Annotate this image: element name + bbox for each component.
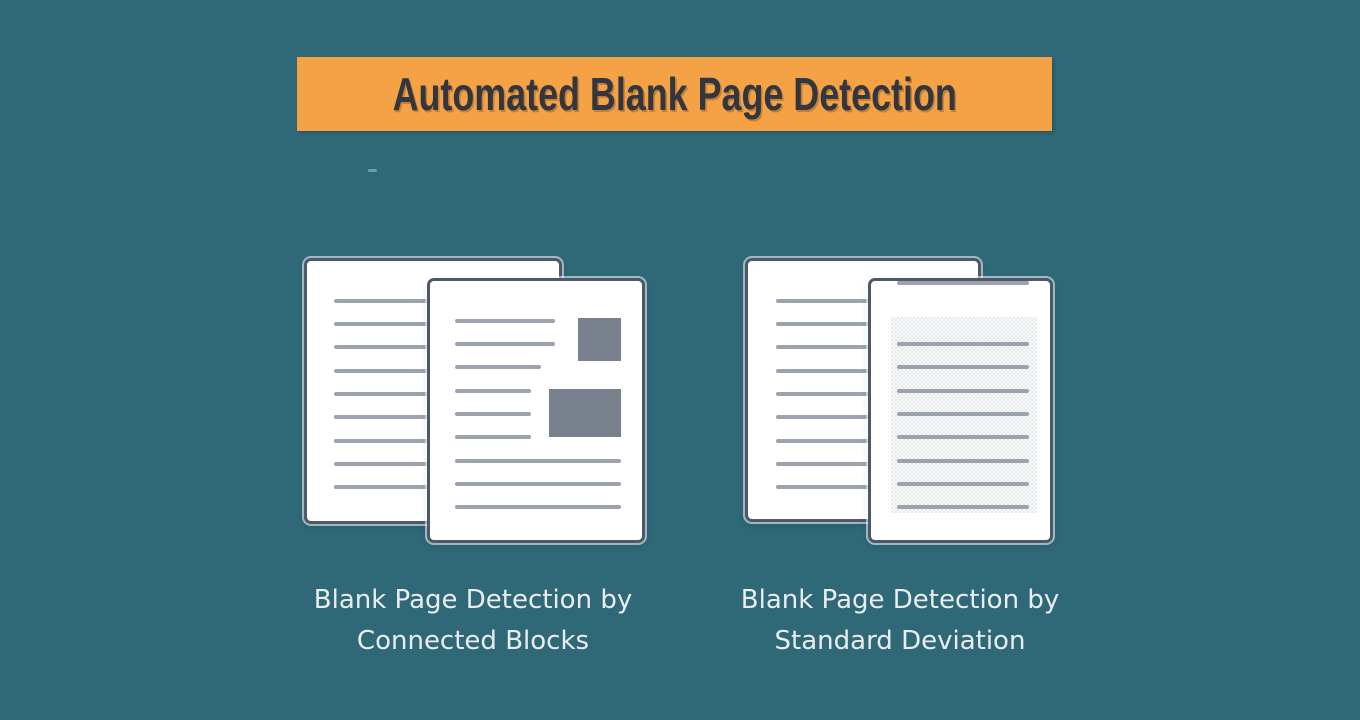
page-title: Automated Blank Page Detection xyxy=(392,68,957,120)
text-line xyxy=(897,365,1029,369)
text-line xyxy=(897,482,1029,486)
text-line xyxy=(897,342,1029,346)
text-line xyxy=(897,459,1029,463)
caption-line: Blank Page Detection by xyxy=(313,585,633,615)
caption-connected-blocks: Blank Page Detection by Connected Blocks xyxy=(273,580,673,662)
text-line xyxy=(897,505,1029,509)
text-line xyxy=(897,412,1029,416)
text-line xyxy=(455,459,621,463)
text-line xyxy=(897,389,1029,393)
image-block xyxy=(578,318,621,361)
image-block xyxy=(549,389,621,437)
text-line xyxy=(455,319,555,323)
caption-line: Standard Deviation xyxy=(774,626,1026,656)
text-line xyxy=(455,389,531,393)
front-document-page-with-blocks-icon xyxy=(427,278,645,543)
text-line xyxy=(897,435,1029,439)
title-banner: Automated Blank Page Detection xyxy=(297,57,1052,131)
text-line xyxy=(455,482,621,486)
text-line xyxy=(455,342,555,346)
front-document-page-with-noise-icon xyxy=(868,278,1053,543)
artifact-speck xyxy=(368,169,377,172)
text-line xyxy=(455,505,621,509)
text-line xyxy=(897,281,1029,285)
text-line xyxy=(455,412,531,416)
caption-line: Blank Page Detection by xyxy=(740,585,1060,615)
caption-standard-deviation: Blank Page Detection by Standard Deviati… xyxy=(700,580,1100,662)
caption-line: Connected Blocks xyxy=(356,626,590,656)
text-line xyxy=(455,365,541,369)
text-line xyxy=(455,435,531,439)
